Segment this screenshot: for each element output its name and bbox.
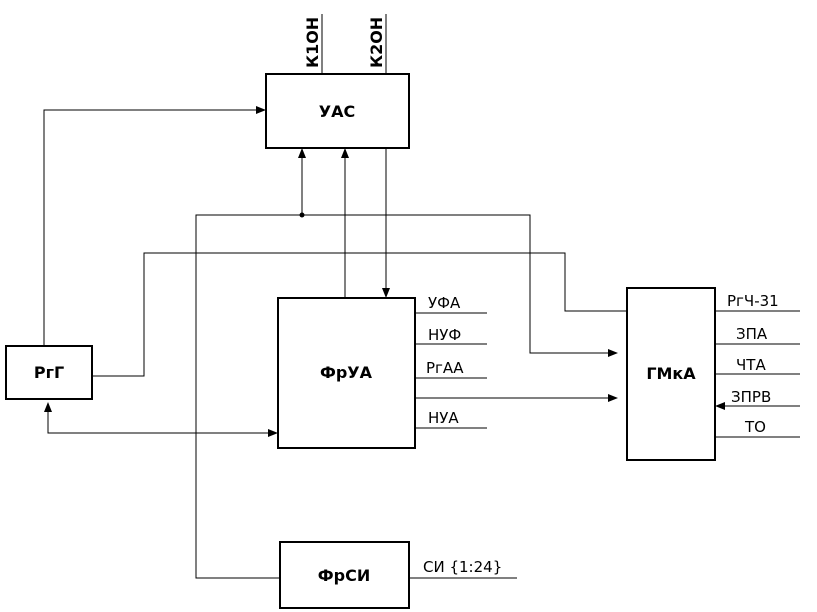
block-frsi-label: ФрСИ <box>318 566 370 585</box>
label-k2on: К2ОН <box>367 17 386 68</box>
block-uas-label: УАС <box>319 102 355 121</box>
block-gmka-label: ГМкА <box>646 364 696 383</box>
label-k1on: К1ОН <box>303 17 322 68</box>
label-nua: НУА <box>428 409 459 427</box>
wire-frsi-bus <box>195 214 610 579</box>
label-nuf: НУФ <box>428 326 461 344</box>
block-frua: ФрУА <box>277 297 416 449</box>
block-gmka: ГМкА <box>626 287 716 461</box>
block-frua-label: ФрУА <box>320 363 373 382</box>
arrow-into-gmka-1 <box>608 349 618 357</box>
arrow-into-uas-bottom-left <box>298 148 306 158</box>
arrow-into-frua-top <box>382 288 390 298</box>
label-ufa: УФА <box>428 294 461 312</box>
label-to: ТО <box>744 418 766 436</box>
label-si: СИ {1:24} <box>423 558 502 576</box>
label-chta: ЧТА <box>736 356 766 374</box>
block-rgg-label: РгГ <box>34 363 64 382</box>
arrow-into-uas-bottom-right <box>341 148 349 158</box>
label-zpa: ЗПА <box>736 325 768 343</box>
junction-dot <box>299 212 305 218</box>
label-rgaa: РгАА <box>426 359 464 377</box>
wire-rgg-to-gmka <box>92 252 627 377</box>
block-frsi: ФрСИ <box>279 541 410 609</box>
label-rgch31: РгЧ-31 <box>727 292 779 310</box>
arrow-into-frua-left <box>268 429 278 437</box>
block-uas: УАС <box>265 73 410 149</box>
arrow-into-gmka-zprv <box>715 402 725 410</box>
block-rgg: РгГ <box>5 345 93 400</box>
wire-rgg-frua <box>47 410 270 434</box>
arrow-into-gmka-2 <box>608 394 618 402</box>
label-zprv: ЗПРВ <box>731 388 771 406</box>
wire-rgg-to-uas <box>43 109 258 346</box>
arrow-into-uas-left <box>256 106 266 114</box>
arrow-into-rgg <box>44 402 52 412</box>
